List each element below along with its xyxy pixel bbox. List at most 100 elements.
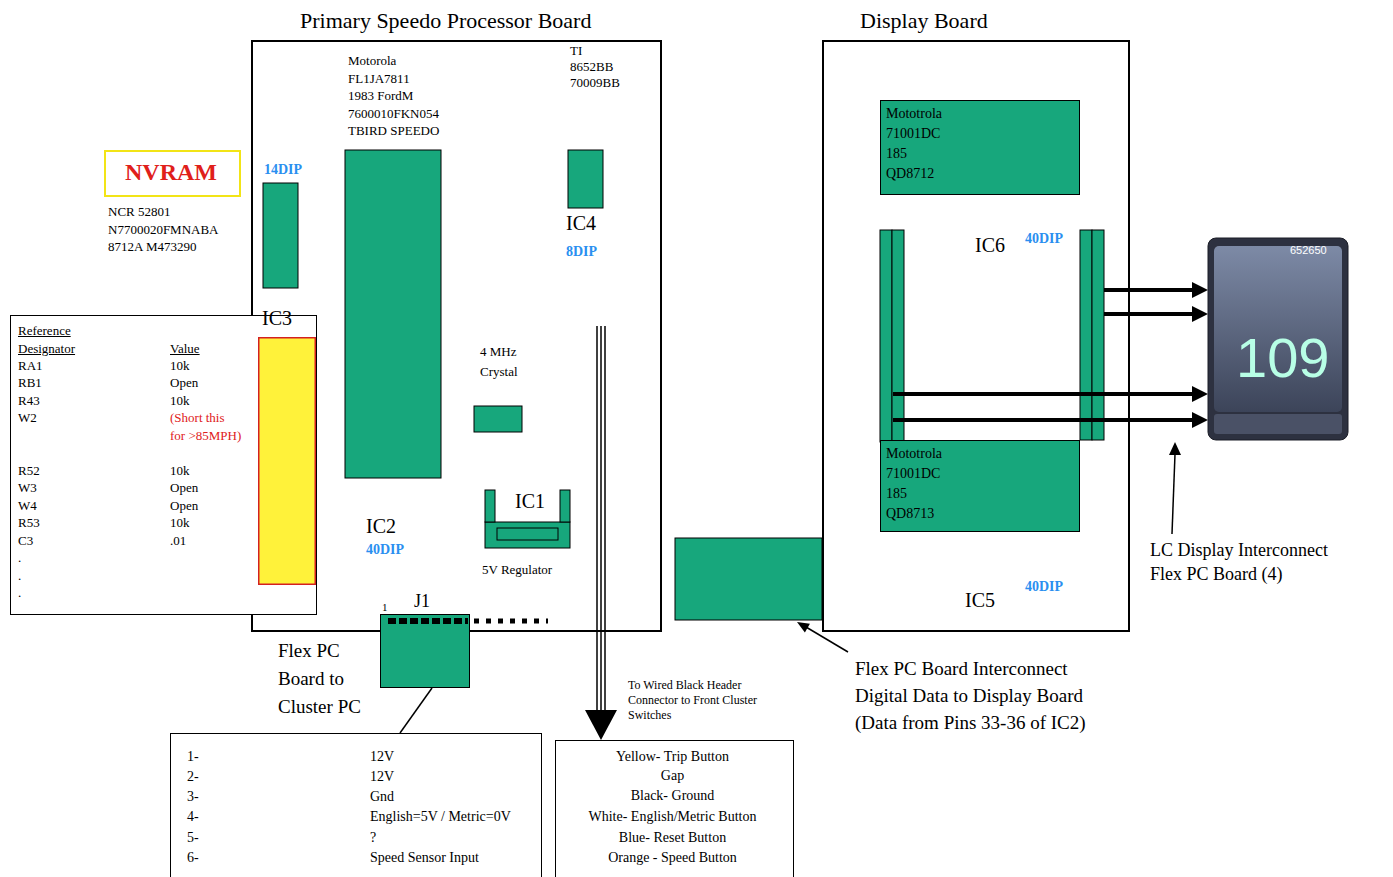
pin-number: 6- [187, 849, 199, 867]
pin-signal: Speed Sensor Input [370, 849, 479, 867]
connector-line [596, 632, 598, 710]
package-type: 40DIP [1025, 230, 1063, 248]
chip-designator: IC6 [975, 233, 1005, 257]
arrow-head [797, 622, 810, 632]
chip-marking: Mototrola 71001DC 185 QD8713 [886, 444, 942, 524]
switch-wire: White- English/Metric Button [556, 808, 789, 826]
table-cell: 10k [170, 357, 190, 375]
table-cell: R53 [18, 514, 40, 532]
table-header: Reference Designator [18, 322, 75, 357]
table-cell: Open [170, 374, 198, 392]
cable-wire [596, 326, 598, 632]
data-arrow [1104, 288, 1194, 292]
part-name: 5V Regulator [482, 561, 552, 578]
connector-symbol [380, 614, 470, 688]
callout-note: Flex PC Board to Cluster PC [278, 637, 361, 721]
chip-designator: IC5 [965, 588, 995, 612]
nvram-box: NVRAM [104, 150, 241, 197]
chip-designator: IC4 [566, 211, 596, 235]
connector-j1: J1 [380, 614, 470, 688]
arrow-head [1192, 386, 1208, 402]
table-cell: R52 [18, 462, 40, 480]
pin-number: 3- [187, 788, 199, 806]
lcd-photo [1208, 238, 1348, 440]
reference-table: Reference DesignatorValueRA110kRB1OpenR4… [10, 315, 317, 615]
table-cell: 10k [170, 462, 190, 480]
arrow-head [1169, 442, 1181, 455]
callout-note: Flex PC Board Interconnect Digital Data … [855, 655, 1086, 736]
crystal-symbol [474, 406, 522, 432]
arrow-head [585, 710, 617, 740]
callout-note: To Wired Black Header Connector to Front… [628, 678, 757, 723]
package-type: 40DIP [1025, 578, 1063, 596]
odometer-reading: 652650 [1290, 243, 1327, 257]
pin-number: 5- [187, 829, 199, 847]
switch-wire: Yellow- Trip Button [556, 748, 789, 766]
lcd-bezel [1214, 414, 1342, 434]
table-cell: W2 [18, 409, 37, 427]
pin-signal: 12V [370, 768, 394, 786]
connector-strip [880, 230, 892, 442]
arrow-head [1192, 412, 1208, 428]
display-board: Display BoardMototrola 71001DC 185 QD871… [822, 40, 1130, 632]
table-cell: .01 [170, 532, 186, 550]
table-cell: . [18, 567, 21, 585]
flex-connector-line [400, 688, 432, 733]
pinout-table: 1-12V2-12V3-Gnd4-English=5V / Metric=0V5… [170, 733, 542, 877]
connector-line [600, 632, 602, 710]
connector-pins [474, 619, 548, 624]
connector-line [604, 632, 606, 710]
package-type: 14DIP [264, 161, 302, 179]
chip-designator: IC1 [515, 489, 545, 513]
chip-marking: TI 8652BB 70009BB [570, 43, 620, 91]
ic2-chip [345, 150, 441, 478]
table-cell: . [18, 584, 21, 602]
table-cell: 10k [170, 514, 190, 532]
regulator-tab [485, 490, 495, 522]
table-cell: W4 [18, 497, 37, 515]
connector-name: J1 [414, 590, 430, 612]
table-cell: . [18, 549, 21, 567]
arrow-head [1192, 306, 1208, 322]
leader-line [1172, 454, 1175, 534]
flex-interconnect [675, 538, 822, 620]
speed-reading: 109 [1236, 328, 1329, 388]
pin-signal: English=5V / Metric=0V [370, 808, 511, 826]
pin-signal: ? [370, 829, 376, 847]
switch-wire: Orange - Speed Button [556, 849, 789, 867]
table-cell: Open [170, 479, 198, 497]
pin-number: 4- [187, 808, 199, 826]
regulator-body [497, 528, 558, 540]
regulator-bar [485, 522, 570, 548]
package-type: 40DIP [366, 541, 404, 559]
ic3-chip [263, 183, 298, 288]
jumper-highlight-rect [259, 338, 316, 585]
chip-marking: Motorola FL1JA7811 1983 FordM 7600010FKN… [348, 52, 439, 140]
table-cell: R43 [18, 392, 40, 410]
switch-wire: Gap [556, 767, 789, 785]
data-arrow [893, 418, 1194, 422]
cable-wire [604, 326, 606, 632]
pin-number: 2- [187, 768, 199, 786]
switch-wire: Blue- Reset Button [556, 829, 789, 847]
driver-chip: Mototrola 71001DC 185 QD8712 [880, 100, 1080, 195]
chip-designator: IC3 [262, 306, 292, 330]
table-header: Value [170, 340, 200, 358]
chip-designator: IC2 [366, 514, 396, 538]
pin-number: 1 [382, 600, 388, 614]
connector-strip [1080, 230, 1092, 440]
table-cell: 10k [170, 392, 190, 410]
cable-to-switches [585, 632, 617, 740]
switch-wire: Black- Ground [556, 787, 789, 805]
switch-table: Yellow- Trip ButtonGapBlack- GroundWhite… [555, 740, 794, 877]
callout-note: LC Display Interconnect Flex PC Board (4… [1150, 538, 1328, 586]
pin-signal: 12V [370, 748, 394, 766]
jumper-highlight [258, 337, 316, 585]
package-type: 8DIP [566, 243, 597, 261]
chip-marking: Mototrola 71001DC 185 QD8712 [886, 104, 942, 184]
pin-signal: Gnd [370, 788, 394, 806]
lcd-glass [1214, 246, 1342, 412]
connector-pins [388, 618, 468, 624]
